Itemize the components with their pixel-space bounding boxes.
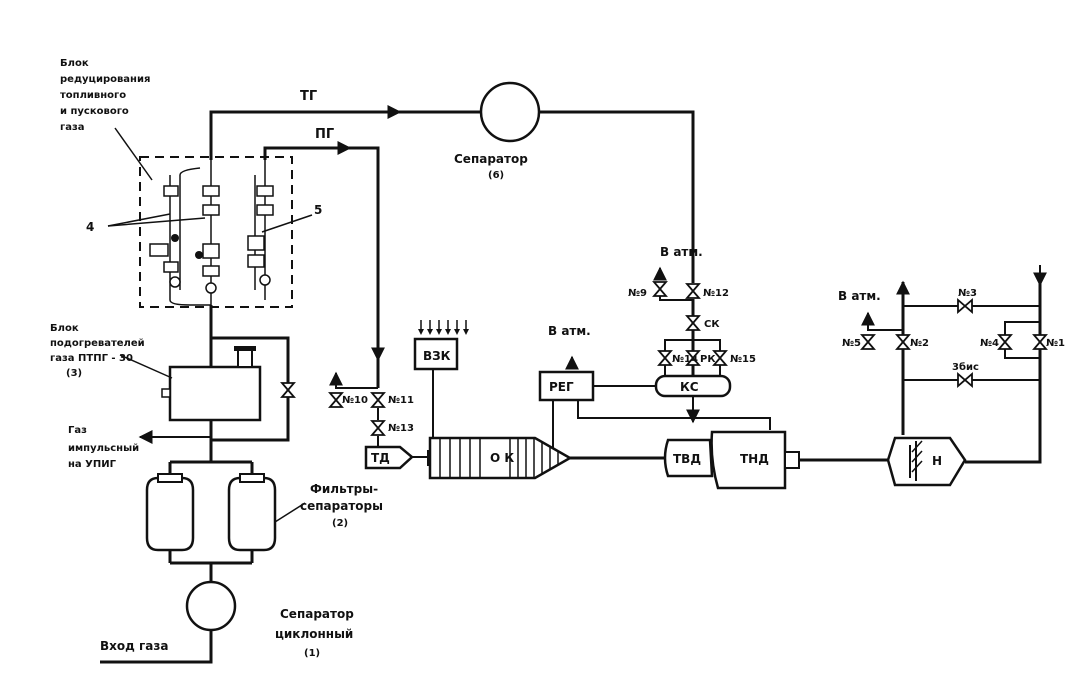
combustion-chamber xyxy=(654,374,732,398)
valve-1[interactable] xyxy=(1033,334,1047,350)
valve-13-label: №13 xyxy=(388,423,414,434)
valve-4-label: №4 xyxy=(980,338,999,349)
impulse-gas-label-2: импульсный xyxy=(68,443,139,454)
valve-5[interactable] xyxy=(861,334,875,350)
valve-5-label: №5 xyxy=(842,338,861,349)
cyclone-label-3: (1) xyxy=(304,648,320,659)
valve-bypass-heater[interactable] xyxy=(281,382,295,398)
reg-label: РЕГ xyxy=(549,380,574,394)
valve-9[interactable] xyxy=(653,281,667,297)
gas-inlet-label: Вход газа xyxy=(100,639,168,653)
reduction-block-label-3: топливного xyxy=(60,90,126,101)
lp-turbine xyxy=(710,430,800,490)
gas-supercharger xyxy=(886,436,967,487)
vzk-label: ВЗК xyxy=(423,349,451,363)
ks-label: КС xyxy=(680,380,699,394)
valve-3-label: №3 xyxy=(958,288,977,299)
heater-block xyxy=(119,346,262,422)
valve-14[interactable] xyxy=(658,350,672,366)
to-atm-label-3: В атм. xyxy=(838,289,881,303)
valve-ck[interactable] xyxy=(686,315,700,331)
regulator xyxy=(538,370,595,402)
heater-label-2: подогревателей xyxy=(50,338,145,349)
tvd-label: ТВД xyxy=(673,452,701,466)
air-intake-chamber xyxy=(413,320,469,371)
cyclone-separator xyxy=(185,580,237,632)
cyclone-label-2: циклонный xyxy=(275,627,353,641)
hp-turbine xyxy=(663,438,714,478)
to-atm-label-1: В атм. xyxy=(660,245,703,259)
filter-separators xyxy=(145,473,306,552)
tnd-label: ТНД xyxy=(740,452,769,466)
valve-10-label: №10 xyxy=(342,395,368,406)
callout-5: 5 xyxy=(314,203,322,217)
valve-3[interactable] xyxy=(957,299,973,313)
reduction-block-label-4: и пускового xyxy=(60,106,129,117)
rk-label: РК xyxy=(700,354,716,365)
filters-label-1: Фильтры- xyxy=(310,482,378,496)
valve-4[interactable] xyxy=(998,334,1012,350)
start-gas-label: ПГ xyxy=(315,127,334,142)
fuel-gas-label: ТГ xyxy=(300,89,317,104)
ck-label: СК xyxy=(704,319,720,330)
heater-label-1: Блок xyxy=(50,323,79,334)
cyclone-label-1: Сепаратор xyxy=(280,607,354,621)
valve-11[interactable] xyxy=(371,392,385,408)
heater-label-3: газа ПТПГ - 30 xyxy=(50,353,133,364)
valve-2[interactable] xyxy=(896,334,910,350)
valve-12-label: №12 xyxy=(703,288,729,299)
labels: Блок редуцирования топливного и пусковог… xyxy=(50,58,1065,659)
valve-12[interactable] xyxy=(686,283,700,299)
turbo-expander xyxy=(364,445,430,470)
reduction-block-label-5: газа xyxy=(60,122,85,133)
reduction-block xyxy=(107,127,313,308)
valve-11-label: №11 xyxy=(388,395,414,406)
reduction-block-label-1: Блок xyxy=(60,58,89,69)
regulator-cluster-right xyxy=(247,185,274,286)
filters-label-2: сепараторы xyxy=(300,499,383,513)
filters-label-3: (2) xyxy=(332,518,348,529)
separator-6 xyxy=(479,81,541,143)
valve-14-label: №14 xyxy=(672,354,698,365)
valve-15[interactable] xyxy=(713,350,727,366)
valve-15-label: №15 xyxy=(730,354,756,365)
separator6-label-1: Сепаратор xyxy=(454,152,528,166)
valve-9-label: №9 xyxy=(628,288,647,299)
impulse-gas-label-3: на УПИГ xyxy=(68,459,117,470)
regulator-cluster-left xyxy=(149,185,181,288)
td-label: ТД xyxy=(371,451,390,465)
separator6-label-2: (6) xyxy=(488,170,504,181)
valve-3bis-label: 3бис xyxy=(952,361,979,373)
to-atm-label-2: В атм. xyxy=(548,324,591,338)
reduction-block-label-2: редуцирования xyxy=(60,74,150,85)
impulse-gas-label-1: Газ xyxy=(68,425,87,436)
valve-3bis[interactable] xyxy=(957,373,973,387)
axial-compressor xyxy=(427,436,573,480)
callout-4: 4 xyxy=(86,220,94,234)
valve-1-label: №1 xyxy=(1046,338,1065,349)
valve-10[interactable] xyxy=(329,392,343,408)
valve-2-label: №2 xyxy=(910,338,929,349)
ok-label: О К xyxy=(490,451,514,465)
valve-13[interactable] xyxy=(371,420,385,436)
regulator-cluster-middle xyxy=(195,185,220,294)
h-label: Н xyxy=(932,454,942,468)
heater-label-4: (3) xyxy=(66,368,82,379)
